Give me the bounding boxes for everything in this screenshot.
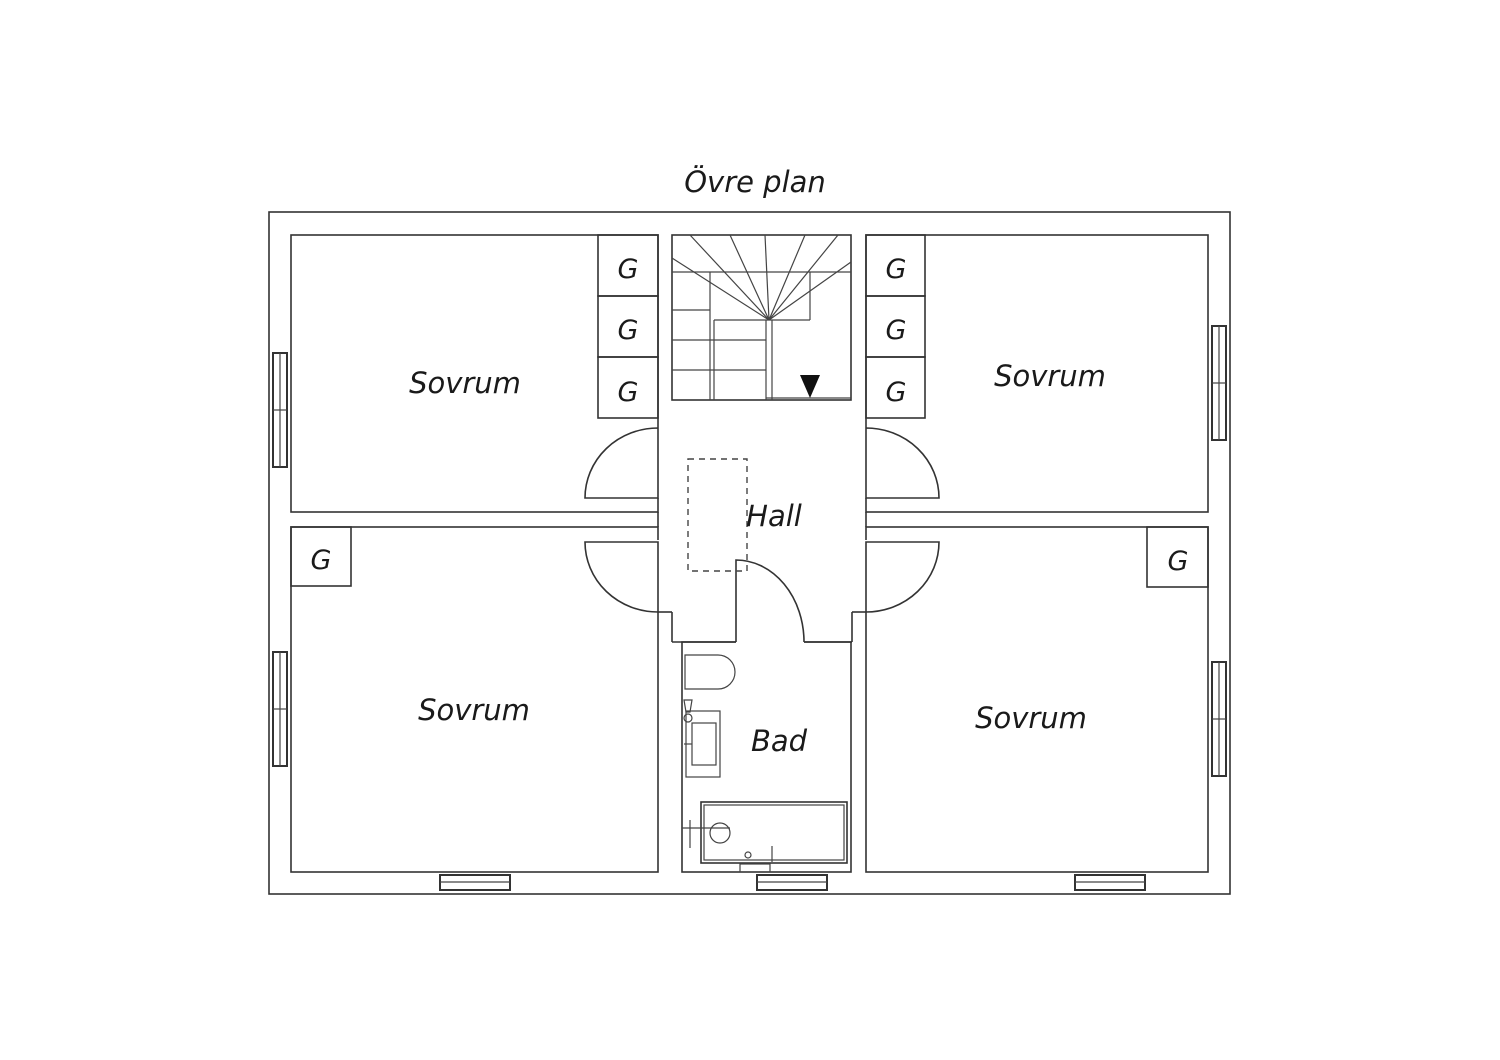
room-label-hall: Hall xyxy=(746,499,802,533)
bedroom-bottom-right-outline xyxy=(865,526,1209,873)
staircase xyxy=(671,234,852,400)
door-bottom-right xyxy=(865,541,940,613)
plan-title: Övre plan xyxy=(684,165,826,199)
wardrobe-label: G xyxy=(618,377,639,408)
wardrobe-label: G xyxy=(886,315,907,346)
wardrobes: G G G G G G G G xyxy=(290,234,1209,588)
staircase-outline xyxy=(671,234,852,401)
stair-arrow-icon xyxy=(800,375,820,398)
door-top-left xyxy=(584,427,659,499)
bedroom-bottom-left-outline xyxy=(290,526,659,873)
room-label-bedroom-bottom-right: Sovrum xyxy=(975,701,1087,735)
door-bathroom xyxy=(735,559,805,643)
radiator-icon xyxy=(739,863,771,873)
room-outlines xyxy=(290,234,1209,873)
wardrobe-label: G xyxy=(886,254,907,285)
roof-hatch xyxy=(687,458,748,572)
bathtub-icon xyxy=(700,801,848,864)
room-label-bedroom-bottom-left: Sovrum xyxy=(418,693,530,727)
bathroom-fixtures xyxy=(682,654,848,873)
room-label-bath: Bad xyxy=(751,724,808,758)
room-label-bedroom-top-left: Sovrum xyxy=(409,366,521,400)
wardrobe-label: G xyxy=(618,315,639,346)
door-bottom-left xyxy=(584,541,659,613)
wardrobe-label: G xyxy=(311,545,332,576)
toilet-icon xyxy=(684,654,736,690)
wardrobe-label: G xyxy=(618,254,639,285)
doors xyxy=(584,427,940,643)
windows xyxy=(272,325,1227,891)
room-label-bedroom-top-right: Sovrum xyxy=(994,359,1106,393)
wardrobe-label: G xyxy=(1168,546,1189,577)
wardrobe-label: G xyxy=(886,377,907,408)
door-openings xyxy=(655,428,868,646)
door-top-right xyxy=(865,427,940,499)
room-labels: Sovrum Sovrum Sovrum Sovrum Hall Bad xyxy=(409,359,1106,758)
outer-wall xyxy=(268,211,1231,895)
